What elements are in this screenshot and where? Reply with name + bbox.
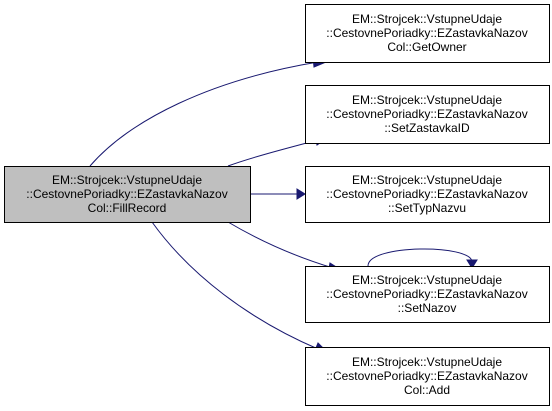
node-label-line: EM::Strojcek::VstupneUdaje [352, 355, 502, 369]
nodes-layer: EM::Strojcek::VstupneUdaje::CestovnePori… [4, 4, 550, 406]
node-add[interactable]: EM::Strojcek::VstupneUdaje::CestovnePori… [305, 347, 550, 406]
arrowhead-icon [296, 188, 306, 200]
edge-fill-record-to-set-nazov [227, 221, 343, 274]
node-fill-record[interactable]: EM::Strojcek::VstupneUdaje::CestovnePori… [4, 166, 251, 223]
node-label-line: ::CestovnePoriadky::EZastavkaNazov [26, 187, 227, 201]
node-set-nazov[interactable]: EM::Strojcek::VstupneUdaje::CestovnePori… [305, 266, 550, 323]
node-label-line: EM::Strojcek::VstupneUdaje [352, 12, 502, 26]
edge-set-nazov-to-set-nazov [367, 248, 478, 269]
edge-line [89, 61, 319, 167]
node-label-line: ::CestovnePoriadky::EZastavkaNazov [326, 26, 527, 40]
node-box [4, 166, 251, 223]
node-box [305, 166, 550, 223]
arrowhead-icon [466, 259, 478, 269]
node-get-owner[interactable]: EM::Strojcek::VstupneUdaje::CestovnePori… [305, 4, 550, 63]
node-label-line: Col::GetOwner [387, 40, 466, 54]
node-label-line: EM::Strojcek::VstupneUdaje [52, 173, 202, 187]
edge-line [227, 139, 319, 167]
edge-line [367, 248, 473, 267]
edge-fill-record-to-get-owner [89, 56, 328, 167]
node-label-line: ::CestovnePoriadky::EZastavkaNazov [326, 369, 527, 383]
node-box [305, 4, 550, 63]
node-label-line: ::CestovnePoriadky::EZastavkaNazov [326, 287, 527, 301]
edge-fill-record-to-set-typ-nazvu [249, 188, 306, 200]
edge-fill-record-to-add [151, 221, 329, 354]
node-label-line: ::SetTypNazvu [388, 201, 466, 215]
node-box [305, 266, 550, 323]
edge-line [151, 221, 319, 350]
node-label-line: Col::FillRecord [88, 201, 167, 215]
node-label-line: ::CestovnePoriadky::EZastavkaNazov [326, 107, 527, 121]
node-label-line: EM::Strojcek::VstupneUdaje [352, 93, 502, 107]
node-label-line: ::SetNazov [398, 301, 457, 315]
edge-line [227, 221, 334, 269]
node-label-line: ::CestovnePoriadky::EZastavkaNazov [326, 187, 527, 201]
node-label-line: EM::Strojcek::VstupneUdaje [352, 173, 502, 187]
node-label-line: Col::Add [404, 383, 450, 397]
node-label-line: ::SetZastavkaID [384, 121, 470, 135]
node-set-zastavka-id[interactable]: EM::Strojcek::VstupneUdaje::CestovnePori… [305, 85, 550, 144]
node-box [305, 85, 550, 144]
node-set-typ-nazvu[interactable]: EM::Strojcek::VstupneUdaje::CestovnePori… [305, 166, 550, 223]
node-box [305, 347, 550, 406]
node-label-line: EM::Strojcek::VstupneUdaje [352, 273, 502, 287]
